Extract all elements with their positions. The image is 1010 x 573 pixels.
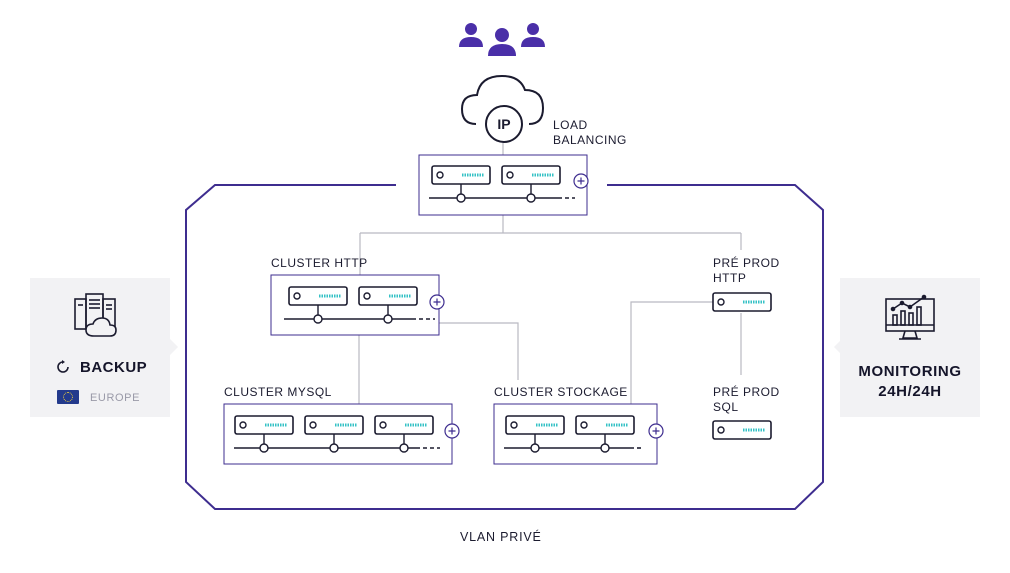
- plus-sign: [448, 427, 456, 435]
- europe-label: EUROPE: [90, 392, 141, 404]
- server-led: [379, 421, 387, 429]
- server-led: [436, 171, 444, 179]
- monitor-chart-icon: [885, 294, 935, 340]
- cloud-icon: [460, 74, 545, 143]
- backup-title: BACKUP: [80, 359, 148, 376]
- bus-node: [456, 193, 466, 203]
- preprod-http-label: PRÉ PROD HTTP: [713, 256, 780, 285]
- monitoring-title: MONITORING 24H/24H: [858, 363, 962, 400]
- server-led: [293, 292, 301, 300]
- server-led: [717, 426, 725, 434]
- backup-panel: BACKUP EUROPE: [30, 278, 170, 417]
- server-led: [506, 171, 514, 179]
- vlan-outline: [185, 184, 824, 510]
- cluster-http-label: CLUSTER HTTP: [271, 256, 368, 270]
- eu-flag-icon: [57, 390, 79, 404]
- server-led: [309, 421, 317, 429]
- server-led: [510, 421, 518, 429]
- preprod-sql-label: PRÉ PROD SQL: [713, 385, 780, 414]
- plus-sign: [577, 177, 585, 185]
- cluster-mysql-label: CLUSTER MYSQL: [224, 385, 332, 399]
- server-led: [363, 292, 371, 300]
- sync-icon: [57, 360, 69, 373]
- server-cloud-icon: [74, 293, 117, 337]
- bus-node: [329, 443, 339, 453]
- bus-node: [399, 443, 409, 453]
- load-balancing-label: LOAD BALANCING: [553, 118, 627, 147]
- bus-node: [530, 443, 540, 453]
- server-led: [239, 421, 247, 429]
- bus-node: [313, 314, 323, 324]
- server-led: [580, 421, 588, 429]
- server-icon: [712, 292, 772, 312]
- ip-label: IP: [497, 116, 510, 132]
- bus-node: [526, 193, 536, 203]
- plus-sign: [433, 298, 441, 306]
- users-icon: [459, 23, 545, 56]
- bus-node: [600, 443, 610, 453]
- plus-sign: [652, 427, 660, 435]
- bus-node: [259, 443, 269, 453]
- vlan-label: VLAN PRIVÉ: [460, 530, 542, 544]
- monitoring-panel: MONITORING 24H/24H: [840, 278, 980, 417]
- cluster-stockage-label: CLUSTER STOCKAGE: [494, 385, 628, 399]
- backup-pointer: [170, 339, 178, 355]
- load-balancer-box: [418, 154, 588, 216]
- server-icon: [712, 420, 772, 440]
- connector-lines: [358, 140, 742, 404]
- server-led: [717, 298, 725, 306]
- bus-node: [383, 314, 393, 324]
